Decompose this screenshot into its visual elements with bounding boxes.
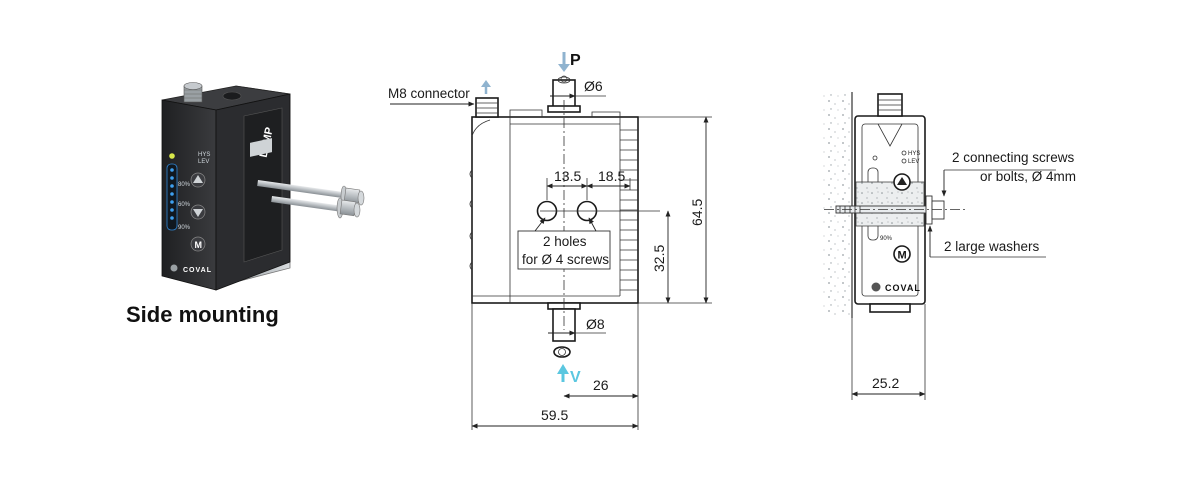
side-view-m-button: M (893, 245, 911, 263)
product-m-button: M (190, 236, 206, 252)
side-view-indicator-lev: LEV (908, 159, 919, 165)
front-view-dim-13-5: 13.5 (554, 168, 581, 184)
side-view-dim-25-2: 25.2 (872, 375, 899, 391)
product-illustration: LEMP 80% 60% 90% HYS LEV (126, 82, 365, 327)
product-led-bargraph (166, 153, 178, 231)
product-scale-90: 90% (178, 225, 191, 231)
front-view-m8-arrow-icon (481, 80, 491, 94)
product-logo-dot (170, 264, 178, 272)
side-view-indicator-hys: HYS (908, 151, 920, 157)
product-up-button (190, 172, 206, 188)
product-scale-80: 80% (178, 182, 191, 188)
product-indicator-hys: HYS (198, 152, 210, 158)
front-view-dim-59-5: 59.5 (541, 407, 568, 423)
front-view-holes-note-2: for Ø 4 screws (522, 252, 609, 267)
front-view-m8-connector (475, 97, 499, 118)
front-view-dim-32-5: 32.5 (651, 245, 667, 272)
front-view-dim-64-5: 64.5 (689, 199, 705, 226)
front-view-dim-26: 26 (593, 377, 609, 393)
front-view-m8-label: M8 connector (388, 86, 470, 101)
side-view-m8-connector (877, 93, 903, 147)
side-view-brand: COVAL (885, 283, 921, 293)
side-view-up-button (893, 173, 911, 191)
side-view-logo-dot (871, 282, 881, 292)
product-caption: Side mounting (126, 302, 279, 327)
front-view-port-v-label: V (570, 369, 581, 386)
svg-text:M: M (195, 240, 203, 250)
product-screw-2 (271, 196, 361, 219)
side-view-screws-note-1: 2 connecting screws (952, 150, 1075, 165)
side-view-washers-note: 2 large washers (944, 239, 1040, 254)
front-view-dim-p-diameter: Ø6 (584, 78, 603, 94)
front-view-dim-18-5: 18.5 (598, 168, 625, 184)
side-view-scale-label: 90% (880, 236, 893, 242)
svg-text:M: M (898, 250, 907, 262)
front-view-dim-v-diameter: Ø8 (586, 316, 605, 332)
product-down-button (190, 204, 206, 220)
front-view-holes-note-1: 2 holes (543, 234, 587, 249)
front-view-port-p-label: P (570, 52, 581, 69)
product-brand: COVAL (183, 267, 212, 274)
front-view-ribs (620, 129, 638, 291)
side-view-drawing: HYS LEV 90% M COVAL 2 con (822, 92, 1076, 400)
side-view-wall (822, 92, 852, 318)
side-view-screws-note-2: or bolts, Ø 4mm (980, 169, 1076, 184)
product-m8-connector (183, 82, 242, 103)
side-view-washer-zone (855, 181, 925, 227)
product-scale-60: 60% (178, 202, 191, 208)
front-view-drawing: P V 13.5 18.5 2 holes for Ø 4 screws (388, 52, 712, 430)
product-indicator-lev: LEV (198, 159, 209, 165)
